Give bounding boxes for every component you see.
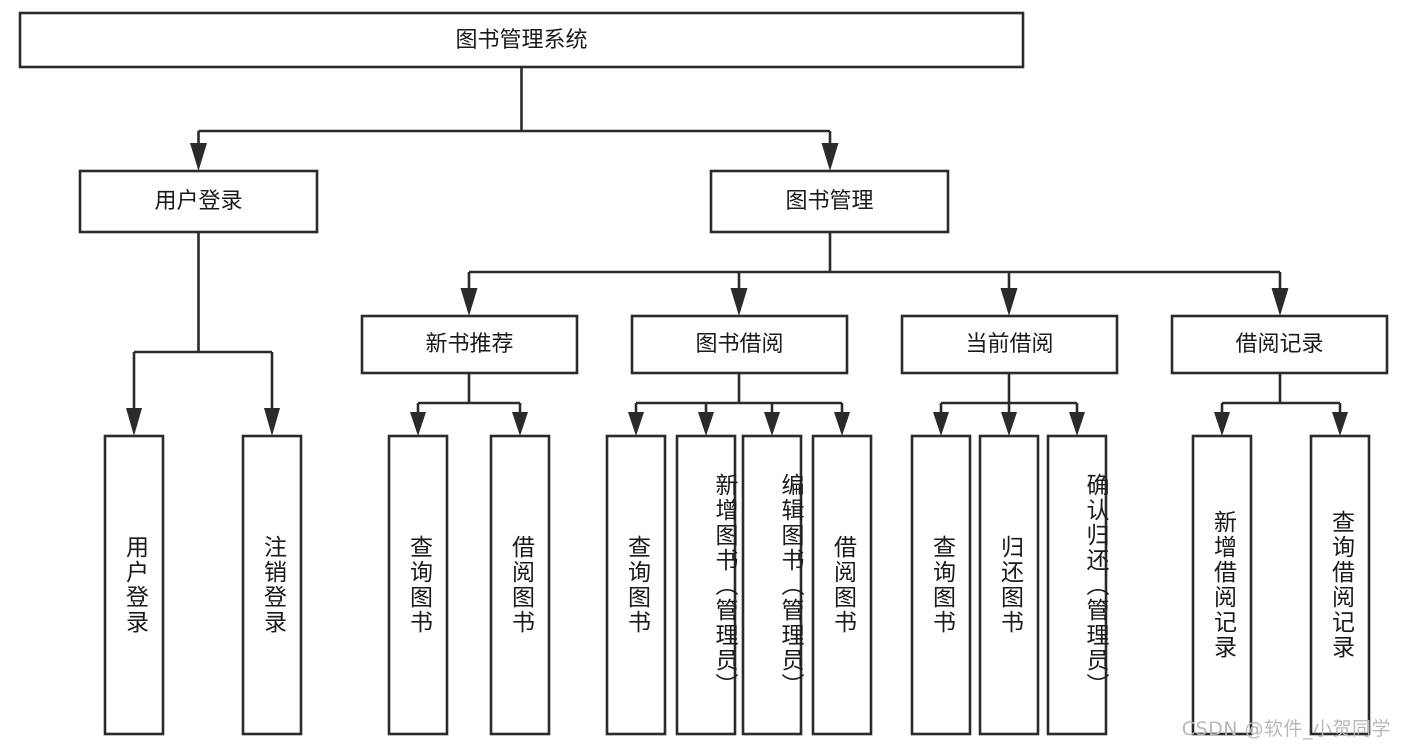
node-book-borrow-label: 图书借阅 [695,332,783,357]
node-new-book-recommend[interactable]: 新书推荐 [360,314,579,375]
arrow-user-login [190,143,207,171]
node-new-book-recommend-rect[interactable] [360,314,579,375]
node-user-login-rect[interactable] [78,169,319,234]
watermark: CSDN @软件_小贺同学 [1181,718,1391,740]
node-borrow-record-rect[interactable] [1170,314,1389,375]
arrow-leaf-user-login [126,408,142,436]
arrow-leaf-logout [264,408,280,436]
leaf-edit-book-rect[interactable] [741,434,803,736]
leaf-user-login-rect[interactable] [103,434,165,736]
arrow-leaf-return-book [1001,412,1017,436]
arrow-currentborrow [1000,288,1018,316]
leaf-borrow-book-1-rect[interactable] [489,434,551,736]
leaf-query-book-2-rect[interactable] [605,434,667,736]
arrow-leaf-borrow-book-2 [834,412,850,436]
leaf-logout-rect[interactable] [241,434,303,736]
arrow-bookborrow [730,288,748,316]
node-root-label: 图书管理系统 [455,28,587,53]
node-root-rect[interactable] [18,11,1025,69]
node-book-borrow-rect[interactable] [630,314,849,375]
node-borrow-record-label: 借阅记录 [1235,332,1323,357]
arrow-leaf-add-book [698,412,714,436]
node-root[interactable]: 图书管理系统 [18,11,1025,69]
leaf-return-book-rect[interactable] [978,434,1040,736]
leaf-confirm-return-rect[interactable] [1046,434,1108,736]
arrow-leaf-borrow-book-1 [512,412,528,436]
leaf-node-layer [103,434,1371,736]
leaf-add-record-rect[interactable] [1191,434,1253,736]
arrow-leaf-confirm-return [1069,412,1085,436]
arrow-leaf-edit-book [764,412,780,436]
node-borrow-record[interactable]: 借阅记录 [1170,314,1389,375]
leaf-query-record-rect[interactable] [1309,434,1371,736]
leaf-add-book-rect[interactable] [675,434,737,736]
leaf-borrow-book-2-rect[interactable] [811,434,873,736]
arrow-newbook [460,288,478,316]
node-book-management[interactable]: 图书管理 [709,169,950,234]
arrow-leaf-query-book-1 [410,412,426,436]
node-book-management-label: 图书管理 [785,189,873,214]
arrow-leaf-query-record [1332,412,1348,436]
arrow-leaf-query-book-3 [933,412,949,436]
leaf-query-book-3-rect[interactable] [910,434,972,736]
node-book-borrow[interactable]: 图书借阅 [630,314,849,375]
node-current-borrow[interactable]: 当前借阅 [900,314,1119,375]
node-new-book-recommend-label: 新书推荐 [425,332,513,357]
node-user-login[interactable]: 用户登录 [78,169,319,234]
node-current-borrow-label: 当前借阅 [965,332,1053,357]
arrow-borrowrecord [1271,288,1289,316]
node-book-management-rect[interactable] [709,169,950,234]
leaf-query-book-1-rect[interactable] [387,434,449,736]
node-current-borrow-rect[interactable] [900,314,1119,375]
arrow-leaf-query-book-2 [628,412,644,436]
arrow-leaf-add-record [1214,412,1230,436]
node-user-login-label: 用户登录 [154,189,242,214]
arrow-book-management [821,143,839,171]
connector-layer [126,67,1348,436]
